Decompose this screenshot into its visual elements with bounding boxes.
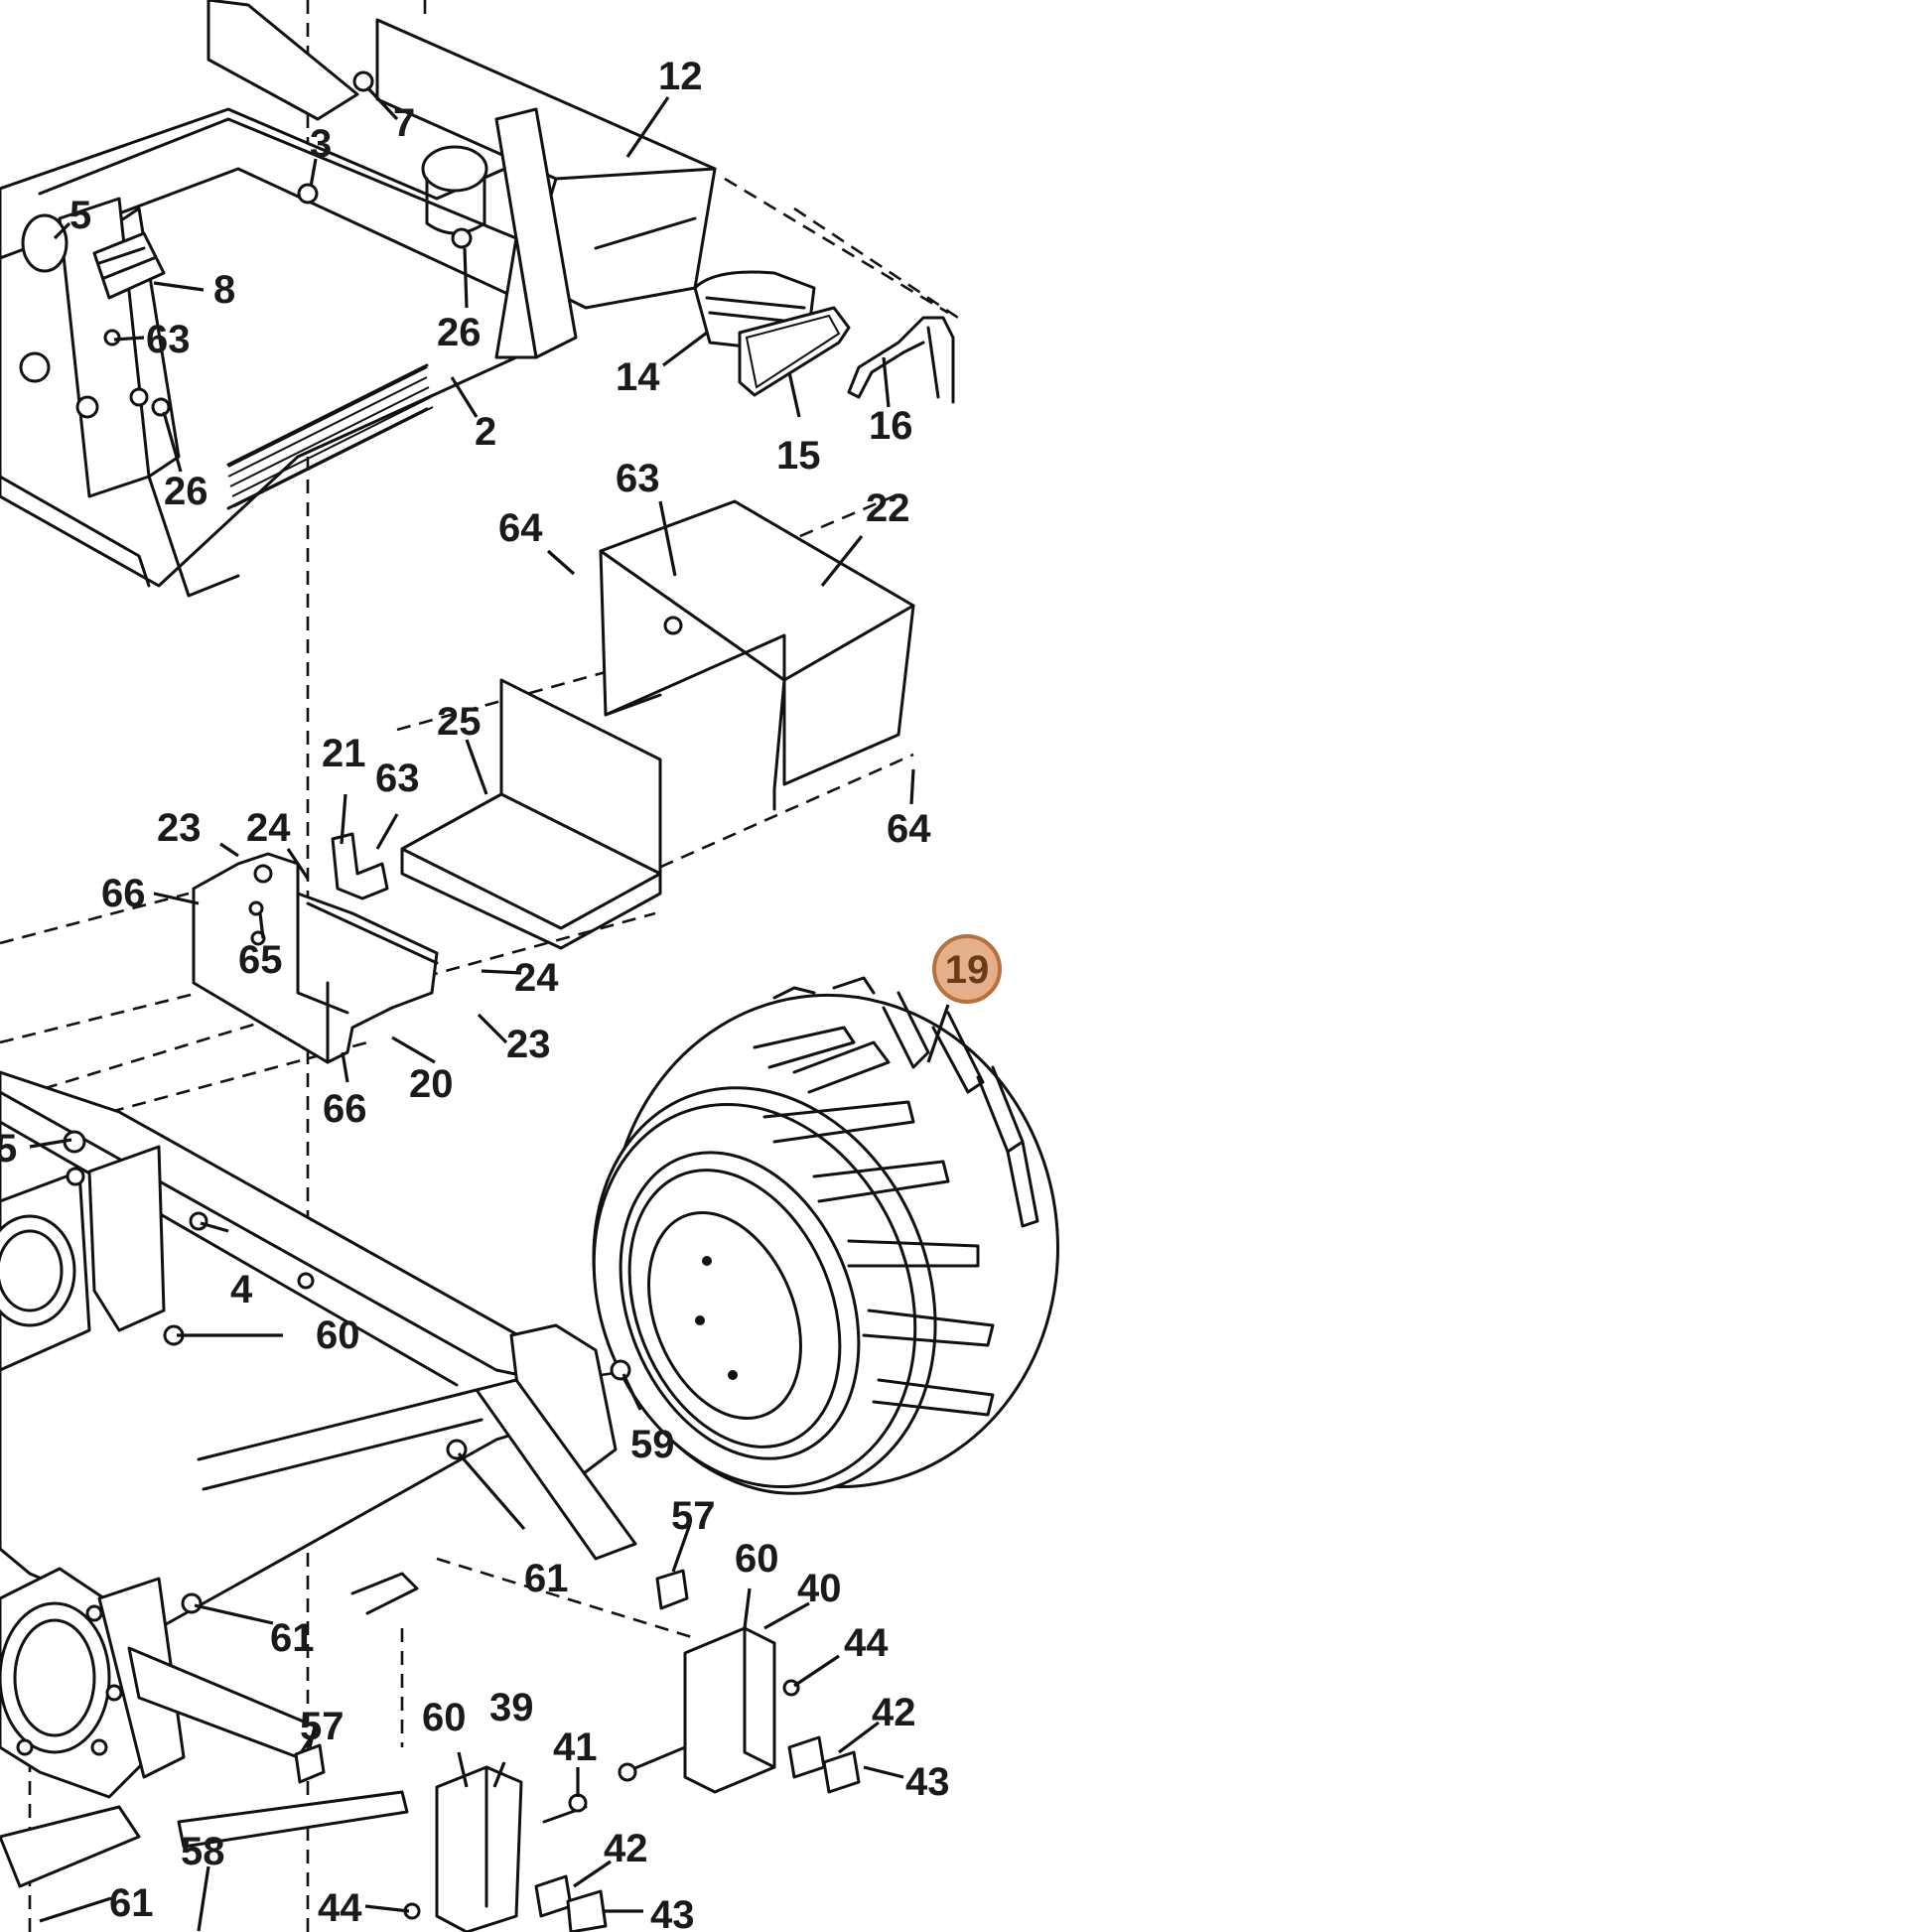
callout-57-right[interactable]: 57	[671, 1494, 716, 1538]
callout-63-upper[interactable]: 63	[146, 318, 191, 361]
callout-61-bottom[interactable]: 61	[109, 1881, 154, 1925]
callout-24-upper[interactable]: 24	[246, 806, 291, 850]
grille-slots	[226, 363, 434, 510]
callout-42-left[interactable]: 42	[604, 1827, 648, 1870]
callout-5-upper[interactable]: 5	[69, 194, 91, 237]
callout-63-cover[interactable]: 63	[616, 457, 660, 500]
callout-2[interactable]: 2	[475, 410, 496, 454]
callout-23-lower[interactable]: 23	[506, 1023, 551, 1066]
tray-part-25	[400, 678, 662, 950]
callout-64-lower[interactable]: 64	[887, 807, 931, 851]
callout-43-right[interactable]: 43	[905, 1760, 950, 1804]
callout-42-right[interactable]: 42	[872, 1691, 916, 1734]
callout-25[interactable]: 25	[437, 700, 482, 744]
callout-60-bracket-right[interactable]: 60	[735, 1537, 779, 1581]
callout-22[interactable]: 22	[866, 486, 910, 530]
callout-5-lower[interactable]: 5	[0, 1127, 17, 1171]
callout-43-left[interactable]: 43	[650, 1893, 695, 1932]
callout-21[interactable]: 21	[322, 732, 366, 775]
callout-26-upper[interactable]: 26	[437, 311, 482, 354]
callout-4[interactable]: 4	[230, 1268, 253, 1311]
callout-40[interactable]: 40	[797, 1567, 842, 1610]
callout-65[interactable]: 65	[238, 938, 283, 982]
cover-part-22	[599, 499, 915, 811]
callout-66-lower[interactable]: 66	[323, 1087, 367, 1131]
highlight-badge	[932, 934, 1002, 1004]
callout-57-left[interactable]: 57	[300, 1705, 345, 1748]
callout-12[interactable]: 12	[658, 55, 703, 98]
callout-19[interactable]: 19	[945, 948, 990, 992]
upper-frame-assembly	[0, 0, 717, 598]
light-and-handle-parts	[693, 270, 955, 404]
callout-16[interactable]: 16	[869, 404, 913, 448]
callout-23-upper[interactable]: 23	[157, 806, 202, 850]
callout-44-right[interactable]: 44	[844, 1621, 889, 1665]
callout-leader-lines	[29, 85, 950, 1932]
bracket-part-20	[192, 852, 439, 1064]
callout-59[interactable]: 59	[630, 1423, 675, 1466]
callout-61-middle[interactable]: 61	[270, 1616, 315, 1660]
callout-60-frame[interactable]: 60	[316, 1313, 360, 1357]
callout-39[interactable]: 39	[489, 1686, 534, 1729]
callout-26-lower[interactable]: 26	[164, 470, 208, 513]
bracket-part-21	[331, 832, 389, 900]
callout-63-bracket[interactable]: 63	[375, 757, 420, 800]
callout-60-bracket-left[interactable]: 60	[422, 1696, 467, 1739]
callout-24-lower[interactable]: 24	[514, 956, 559, 1000]
callout-64-upper[interactable]: 64	[498, 506, 543, 550]
callout-3[interactable]: 3	[310, 122, 332, 166]
callout-14[interactable]: 14	[616, 355, 660, 399]
bracket-parts-lower	[294, 1569, 861, 1932]
callout-61-right[interactable]: 61	[524, 1557, 569, 1600]
tire-tread	[753, 976, 1039, 1417]
tire-part-19	[592, 976, 1059, 1495]
callout-20[interactable]: 20	[409, 1062, 454, 1106]
callout-58[interactable]: 58	[181, 1830, 225, 1873]
callout-41[interactable]: 41	[553, 1725, 598, 1769]
callout-66-upper[interactable]: 66	[101, 872, 146, 915]
highlighted-callout-19[interactable]: 19	[932, 934, 1002, 1004]
callout-44-left[interactable]: 44	[318, 1886, 362, 1930]
callout-7[interactable]: 7	[393, 101, 415, 145]
callout-8[interactable]: 8	[213, 268, 235, 312]
callout-15[interactable]: 15	[776, 434, 821, 478]
callout-labels: 12 7 3 5 8 63 26 2 26 14 15 16 63 22 64 …	[0, 55, 1002, 1932]
